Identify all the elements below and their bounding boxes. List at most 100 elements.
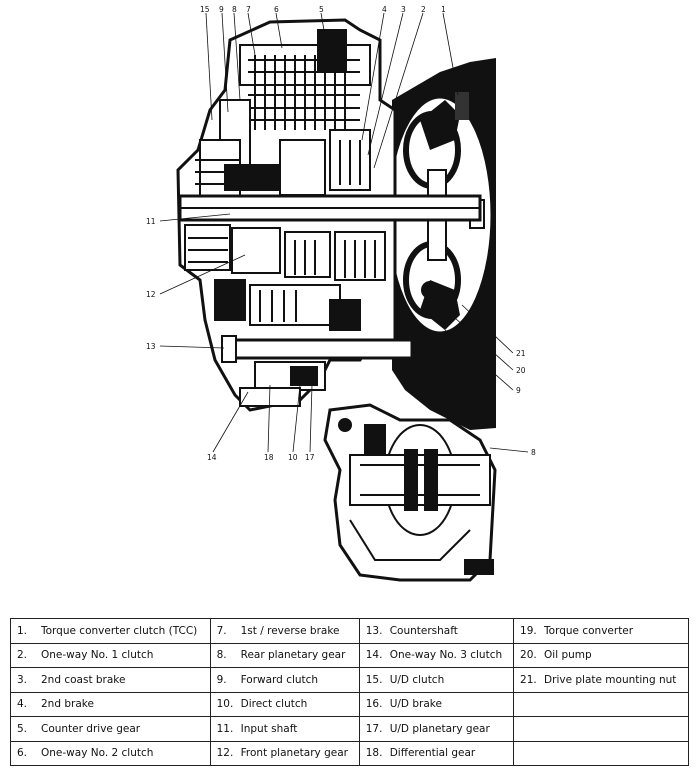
legend-label: Countershaft	[389, 624, 458, 637]
legend-label: Torque converter clutch (TCC)	[41, 624, 198, 637]
planetary-gear-sets	[184, 224, 386, 331]
callout-8-top: 8	[232, 5, 237, 14]
legend-cell: 5. Counter drive gear	[10, 716, 211, 742]
legend-label: Drive plate mounting nut	[544, 673, 677, 686]
callout-4: 4	[382, 5, 387, 14]
legend-number: 20.	[520, 649, 537, 662]
legend-number: 15.	[365, 673, 383, 686]
legend-label: Direct clutch	[240, 698, 308, 711]
legend-cell: 11. Input shaft	[209, 716, 360, 742]
legend-number: 8.	[216, 649, 227, 662]
legend-cell: 12. Front planetary gear	[209, 740, 360, 766]
legend-label: Oil pump	[544, 649, 592, 662]
legend-number: 7.	[216, 624, 227, 637]
legend-number: 2.	[17, 649, 28, 662]
legend-number: 17.	[365, 722, 383, 735]
legend-number: 9.	[216, 673, 227, 686]
legend-cell: 7. 1st / reverse brake	[209, 618, 360, 644]
callout-18: 18	[264, 453, 274, 462]
legend-cell: 13. Countershaft	[358, 618, 515, 644]
callout-21: 21	[516, 349, 526, 358]
callout-3: 3	[401, 5, 406, 14]
legend-number: 10.	[216, 698, 234, 711]
legend-cell: 3. 2nd coast brake	[10, 667, 211, 693]
callout-5: 5	[319, 5, 324, 14]
legend-cell: 16. U/D brake	[358, 691, 515, 717]
legend-row: 1. Torque converter clutch (TCC) 7. 1st / r…	[10, 618, 689, 644]
legend-number: 4.	[17, 698, 28, 711]
legend-number: 6.	[17, 747, 28, 760]
legend-label: 2nd brake	[41, 698, 94, 711]
legend-label: U/D brake	[389, 698, 442, 711]
legend-label: U/D clutch	[389, 673, 445, 686]
legend-cell: 18. Differential gear	[358, 740, 515, 766]
upper-clutch-packs	[195, 29, 371, 201]
legend-cell: 17. U/D planetary gear	[358, 716, 515, 742]
legend-number: 1.	[17, 624, 28, 637]
callout-13: 13	[146, 342, 156, 351]
callout-9-right: 9	[516, 386, 521, 395]
callout-2: 2	[421, 5, 426, 14]
legend-label: Torque converter	[544, 624, 634, 637]
leader-lines	[159, 12, 529, 453]
legend-label: Differential gear	[389, 747, 476, 760]
legend-number: 16.	[365, 698, 383, 711]
legend-label: Counter drive gear	[41, 722, 141, 735]
legend-number: 5.	[17, 722, 28, 735]
legend-label: One-way No. 1 clutch	[41, 649, 154, 662]
legend-cell: 21. Drive plate mounting nut	[513, 667, 689, 693]
legend-row: 6. One-way No. 2 clutch 12. Front planetary…	[10, 740, 689, 766]
legend-cell: 10. Direct clutch	[209, 691, 360, 717]
legend-label: Front planetary gear	[240, 747, 348, 760]
legend-number: 19.	[520, 624, 537, 637]
legend-number: 11.	[216, 722, 234, 735]
callout-20: 20	[516, 366, 526, 375]
legend-cell: 19. Torque converter	[513, 618, 689, 644]
legend-label: 2nd coast brake	[41, 673, 126, 686]
legend-cell: 20. Oil pump	[513, 642, 689, 668]
legend-label: U/D planetary gear	[389, 722, 490, 735]
legend-label: Rear planetary gear	[240, 649, 346, 662]
callout-9-top: 9	[219, 5, 224, 14]
legend-label: One-way No. 2 clutch	[41, 747, 154, 760]
legend-cell: 2. One-way No. 1 clutch	[10, 642, 211, 668]
callout-labels: 15 9 8 7 6 5 4 3 2 1 11 12 13 14 8 10 17…	[146, 5, 536, 462]
callout-1: 1	[441, 5, 446, 14]
legend-number: 3.	[17, 673, 28, 686]
legend-row: 2. One-way No. 1 clutch 8. Rear planetary g…	[10, 642, 689, 668]
legend-label: Input shaft	[240, 722, 298, 735]
legend-cell: 4. 2nd brake	[10, 691, 211, 717]
legend-number: 12.	[216, 747, 234, 760]
differential-gear	[338, 418, 494, 575]
legend-cell: 14. One-way No. 3 clutch	[358, 642, 515, 668]
legend-label: Forward clutch	[240, 673, 319, 686]
legend-cell: 6. One-way No. 2 clutch	[10, 740, 211, 766]
legend-cell: 15. U/D clutch	[358, 667, 515, 693]
callout-12: 12	[146, 290, 156, 299]
legend-cell	[513, 691, 689, 717]
legend-row: 3. 2nd coast brake 9. Forward clutch 15. U/D …	[10, 667, 689, 693]
callout-14: 14	[207, 453, 217, 462]
legend-cell: 1. Torque converter clutch (TCC)	[10, 618, 211, 644]
legend-cell	[513, 740, 689, 766]
legend-cell	[513, 716, 689, 742]
callout-7: 7	[246, 5, 251, 14]
legend-cell: 9. Forward clutch	[209, 667, 360, 693]
legend-number: 18.	[365, 747, 383, 760]
legend-number: 21.	[520, 673, 537, 686]
input-shaft	[178, 194, 482, 222]
legend-number: 13.	[365, 624, 383, 637]
callout-8-right: 8	[531, 448, 536, 457]
legend-label: 1st / reverse brake	[240, 624, 340, 637]
callout-10: 10	[288, 453, 298, 462]
legend-number: 14.	[365, 649, 383, 662]
callout-17: 17	[305, 453, 315, 462]
legend-cell: 8. Rear planetary gear	[209, 642, 360, 668]
callout-6: 6	[274, 5, 279, 14]
legend-label: One-way No. 3 clutch	[389, 649, 503, 662]
callout-15: 15	[200, 5, 210, 14]
legend-row: 5. Counter drive gear 11. Input shaft 17. U/D…	[10, 716, 689, 742]
transmission-cross-section-diagram: 15 9 8 7 6 5 4 3 2 1 11 12 13 14 8 10 17…	[146, 5, 536, 582]
callout-11: 11	[146, 217, 156, 226]
component-legend-table: 1. Torque converter clutch (TCC) 7. 1st / r…	[10, 618, 689, 766]
